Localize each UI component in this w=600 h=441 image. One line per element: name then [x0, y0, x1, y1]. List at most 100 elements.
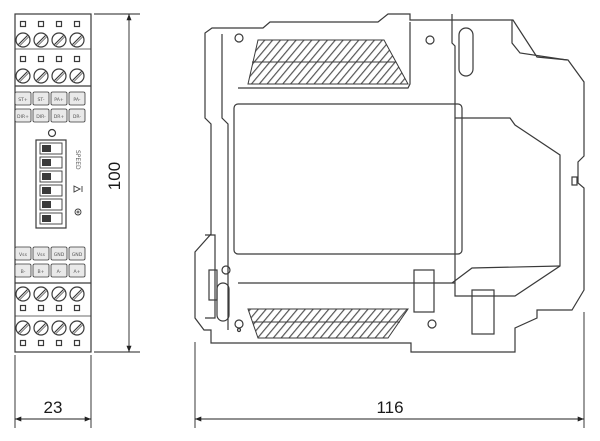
mount-hole-icon — [236, 327, 242, 333]
terminal-label-box — [50, 263, 68, 278]
terminal-label-box — [68, 246, 86, 261]
wire-entry-icon — [19, 55, 27, 63]
side-label-window — [233, 103, 463, 255]
terminal-label-box — [32, 246, 50, 261]
terminal-labels-top: ST+ ST- PA+ PA- DIR+ DIR- DR+ DR- — [14, 91, 86, 123]
mount-hole-icon — [234, 319, 244, 329]
terminal-label-box — [32, 91, 50, 106]
side-view — [194, 13, 585, 353]
wire-entry-icon — [19, 20, 27, 28]
terminal-screw-icon — [69, 320, 85, 336]
terminal-label: A+ — [74, 269, 81, 275]
status-led-icon — [47, 128, 57, 138]
dip-switch-cell[interactable] — [39, 198, 63, 211]
dimension-height-value: 100 — [105, 162, 124, 190]
wire-entry-icon — [37, 339, 45, 347]
front-housing — [14, 13, 92, 353]
dip-switch-cell[interactable] — [39, 156, 63, 169]
terminal-label: GND — [54, 252, 65, 258]
wire-entry-icon — [37, 20, 45, 28]
terminal-screw-icon — [51, 68, 67, 84]
terminal-label: B- — [21, 269, 26, 275]
terminal-label: PA+ — [54, 97, 64, 103]
dimension-height — [94, 13, 140, 353]
front-view: ST+ ST- PA+ PA- DIR+ DIR- DR+ DR- Vss Vss GND GND B… — [14, 13, 92, 353]
speed-label: SPEED — [74, 150, 81, 170]
terminal-block-bottom — [15, 286, 85, 347]
terminal-label: B+ — [37, 269, 44, 275]
terminal-label-box — [32, 263, 50, 278]
terminal-label: Vss — [37, 252, 46, 258]
terminal-screw-icon — [15, 286, 31, 302]
dimension-width-value: 23 — [44, 398, 63, 417]
terminal-screw-icon — [15, 68, 31, 84]
terminal-label: ST+ — [18, 97, 28, 103]
terminal-labels-bottom: Vss Vss GND GND B- B+ A- A+ — [14, 246, 86, 278]
terminal-label: DR- — [73, 114, 82, 120]
terminal-label: DIR+ — [17, 114, 29, 120]
terminal-screw-icon — [33, 32, 49, 48]
terminal-screw-icon — [51, 320, 67, 336]
side-window-right — [471, 289, 495, 335]
terminal-screw-icon — [33, 286, 49, 302]
terminal-label: GND — [72, 252, 83, 258]
mount-hole-icon — [427, 319, 437, 329]
terminal-label-box — [50, 91, 68, 106]
terminal-label-box — [50, 246, 68, 261]
terminal-label-box — [14, 263, 32, 278]
side-window-small — [413, 269, 435, 313]
terminal-label-box — [14, 246, 32, 261]
adjust-knob-icon — [74, 208, 82, 216]
mount-hole-icon — [221, 265, 231, 275]
terminal-screw-icon — [51, 286, 67, 302]
slot-bottom-left — [216, 282, 230, 322]
wire-entry-icon — [37, 304, 45, 312]
terminal-label: DR+ — [54, 114, 65, 120]
terminal-label-box — [50, 108, 68, 123]
terminal-hatch-bottom — [247, 308, 409, 339]
terminal-screw-icon — [51, 32, 67, 48]
wire-entry-icon — [37, 55, 45, 63]
wire-entry-icon — [55, 55, 63, 63]
dip-switch — [35, 139, 67, 229]
terminal-block-top — [15, 20, 85, 84]
terminal-label-box — [32, 108, 50, 123]
slot-top-right — [458, 27, 474, 77]
terminal-label: PA- — [73, 97, 81, 103]
wire-entry-icon — [73, 339, 81, 347]
terminal-screw-icon — [15, 320, 31, 336]
wire-entry-icon — [73, 304, 81, 312]
terminal-screw-icon — [69, 68, 85, 84]
dip-switch-cell[interactable] — [39, 142, 63, 155]
mount-hole-icon — [234, 33, 244, 43]
terminal-label-box — [68, 263, 86, 278]
terminal-hatch-top — [247, 39, 409, 85]
dimension-width — [14, 355, 92, 428]
mount-hole-icon — [425, 35, 435, 45]
wire-entry-icon — [19, 339, 27, 347]
terminal-label: ST- — [38, 97, 45, 103]
dip-switch-cell[interactable] — [39, 184, 63, 197]
terminal-screw-icon — [33, 320, 49, 336]
dip-switch-cell[interactable] — [39, 170, 63, 183]
terminal-label: DIR- — [36, 114, 46, 120]
terminal-label-box — [68, 91, 86, 106]
terminal-label-box — [14, 108, 32, 123]
dimension-length-value: 116 — [376, 398, 403, 417]
terminal-label: Vss — [19, 252, 28, 258]
terminal-screw-icon — [69, 32, 85, 48]
terminal-screw-icon — [33, 68, 49, 84]
terminal-label-box — [14, 91, 32, 106]
dimension-length — [194, 312, 585, 428]
terminal-screw-icon — [69, 286, 85, 302]
side-housing — [194, 13, 585, 353]
wire-entry-icon — [73, 55, 81, 63]
wire-entry-icon — [55, 339, 63, 347]
dip-switch-cell[interactable] — [39, 212, 63, 225]
direction-arrow-icon — [73, 185, 83, 193]
wire-entry-icon — [55, 20, 63, 28]
terminal-label: A- — [57, 269, 62, 275]
wire-entry-icon — [55, 304, 63, 312]
wire-entry-icon — [73, 20, 81, 28]
